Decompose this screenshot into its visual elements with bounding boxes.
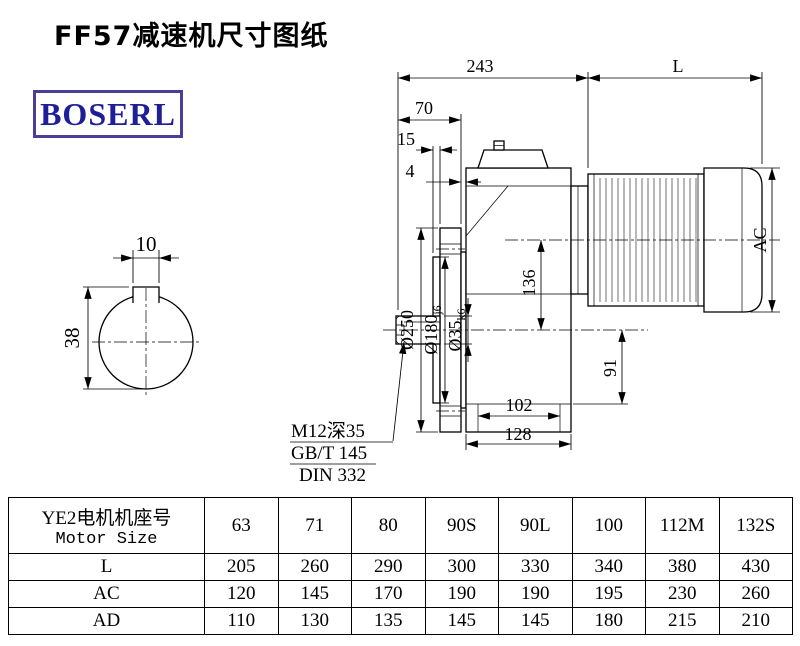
- dim-70-label: 70: [415, 98, 433, 118]
- gear-housing: [465, 167, 572, 433]
- dim-AC-label: AC: [750, 227, 770, 252]
- dim-180-label: Ø180j6: [421, 305, 444, 354]
- motor-size-header-cell: YE2电机机座号 Motor Size: [8, 497, 205, 554]
- bolt-hole-centerlines: [436, 248, 465, 412]
- thread-note-line3: DIN 332: [299, 465, 366, 486]
- table-cell-size: 80: [351, 497, 426, 554]
- table-cell-size: 112M: [645, 497, 720, 554]
- table-cell: 110: [204, 607, 279, 635]
- dim-243-label: 243: [467, 56, 494, 76]
- dimension-70: 70: [398, 98, 462, 224]
- motor-size-label-en: Motor Size: [55, 529, 158, 549]
- dimension-102: 102: [478, 395, 560, 420]
- table-cell: 215: [645, 607, 720, 635]
- thread-note-line2: GB/T 145: [291, 443, 367, 464]
- technical-drawing: 10 38 243 L: [60, 56, 780, 486]
- table-cell: 430: [718, 553, 793, 581]
- dimension-136: 136: [519, 240, 545, 330]
- table-cell: 205: [204, 553, 279, 581]
- centerlines: [383, 239, 780, 331]
- table-cell-size: 63: [204, 497, 279, 554]
- thread-note-line1: M12深35: [291, 420, 365, 442]
- table-cell: 145: [424, 607, 499, 635]
- dim-10-label: 10: [136, 232, 157, 256]
- table-cell: 340: [571, 553, 646, 581]
- row-label: AD: [8, 607, 205, 635]
- table-cell: 145: [498, 607, 573, 635]
- dim-15-label: 15: [397, 129, 415, 149]
- dim-102-label: 102: [506, 395, 533, 415]
- table-cell: 300: [424, 553, 499, 581]
- keyway-slot: [132, 286, 160, 303]
- dimension-L: L: [588, 56, 763, 164]
- dim-91-label: 91: [600, 359, 620, 377]
- table-cell: 230: [645, 580, 720, 608]
- thread-note-leader: [392, 341, 407, 442]
- dimension-10: 10: [113, 232, 179, 283]
- dimension-38: 38: [60, 286, 143, 390]
- motor-size-table: YE2电机机座号 Motor Size 63 71 80 90S 90L 100…: [8, 497, 793, 635]
- table-row-L: L 205 260 290 300 330 340 380 430: [8, 553, 793, 581]
- housing-top-cap: [477, 149, 549, 169]
- table-cell: 190: [498, 580, 573, 608]
- motor-size-label-cn: YE2电机机座号: [41, 507, 172, 529]
- table-cell-size: 132S: [718, 497, 793, 554]
- dim-35-label: Ø35k6: [445, 309, 468, 352]
- dimensions: 243 L 70 15: [397, 56, 780, 450]
- table-cell: 190: [424, 580, 499, 608]
- dimension-15: 15: [397, 129, 457, 253]
- flange-bolt-holes: [440, 243, 461, 417]
- table-cell: 380: [645, 553, 720, 581]
- table-cell: 135: [351, 607, 426, 635]
- table-cell: 195: [571, 580, 646, 608]
- table-cell: 170: [351, 580, 426, 608]
- table-cell: 260: [277, 553, 352, 581]
- dim-4-label: 4: [406, 161, 415, 181]
- thread-note: M12深35 GB/T 145 DIN 332: [290, 341, 407, 486]
- table-cell: 130: [277, 607, 352, 635]
- shaft-center-hole: [396, 324, 405, 336]
- shaft-section-view: 10 38: [60, 232, 202, 398]
- table-cell: 290: [351, 553, 426, 581]
- table-cell-size: 90S: [424, 497, 499, 554]
- dimension-AC: AC: [750, 167, 780, 313]
- gearbox-side-view: [395, 140, 763, 433]
- row-label: AC: [8, 580, 205, 608]
- dim-136-label: 136: [519, 270, 539, 297]
- table-cell: 180: [571, 607, 646, 635]
- table-cell: 210: [718, 607, 793, 635]
- table-row-AD: AD 110 130 135 145 145 180 215 210: [8, 607, 793, 635]
- table-cell-size: 71: [277, 497, 352, 554]
- dimension-180: Ø180j6: [421, 256, 449, 404]
- table-header-row: YE2电机机座号 Motor Size 63 71 80 90S 90L 100…: [8, 497, 793, 554]
- dimension-4: 4: [406, 161, 481, 186]
- table-cell: 120: [204, 580, 279, 608]
- table-cell: 330: [498, 553, 573, 581]
- dimension-243: 243: [397, 56, 589, 310]
- table-cell-size: 100: [571, 497, 646, 554]
- table-cell-size: 90L: [498, 497, 573, 554]
- dim-250-label: Ø250: [397, 310, 417, 350]
- brand-logo: BOSERL: [33, 90, 183, 138]
- page-title: FF57减速机尺寸图纸: [54, 21, 329, 52]
- dim-L-label: L: [673, 56, 684, 76]
- dimension-35: Ø35k6: [444, 298, 472, 362]
- dimension-128: 128: [465, 424, 572, 450]
- table-cell: 260: [718, 580, 793, 608]
- dim-38-label: 38: [60, 328, 84, 349]
- housing-ribs: [466, 185, 571, 405]
- dimension-250: Ø250: [397, 227, 438, 433]
- dim-128-label: 128: [505, 424, 532, 444]
- table-row-AC: AC 120 145 170 190 190 195 230 260: [8, 580, 793, 608]
- table-cell: 145: [277, 580, 352, 608]
- shaft-chamfers: [395, 315, 400, 345]
- brand-logo-text: BOSERL: [40, 95, 176, 132]
- dimension-91: 91: [573, 330, 628, 405]
- housing-rib-diagonal: [465, 185, 509, 237]
- row-label: L: [8, 553, 205, 581]
